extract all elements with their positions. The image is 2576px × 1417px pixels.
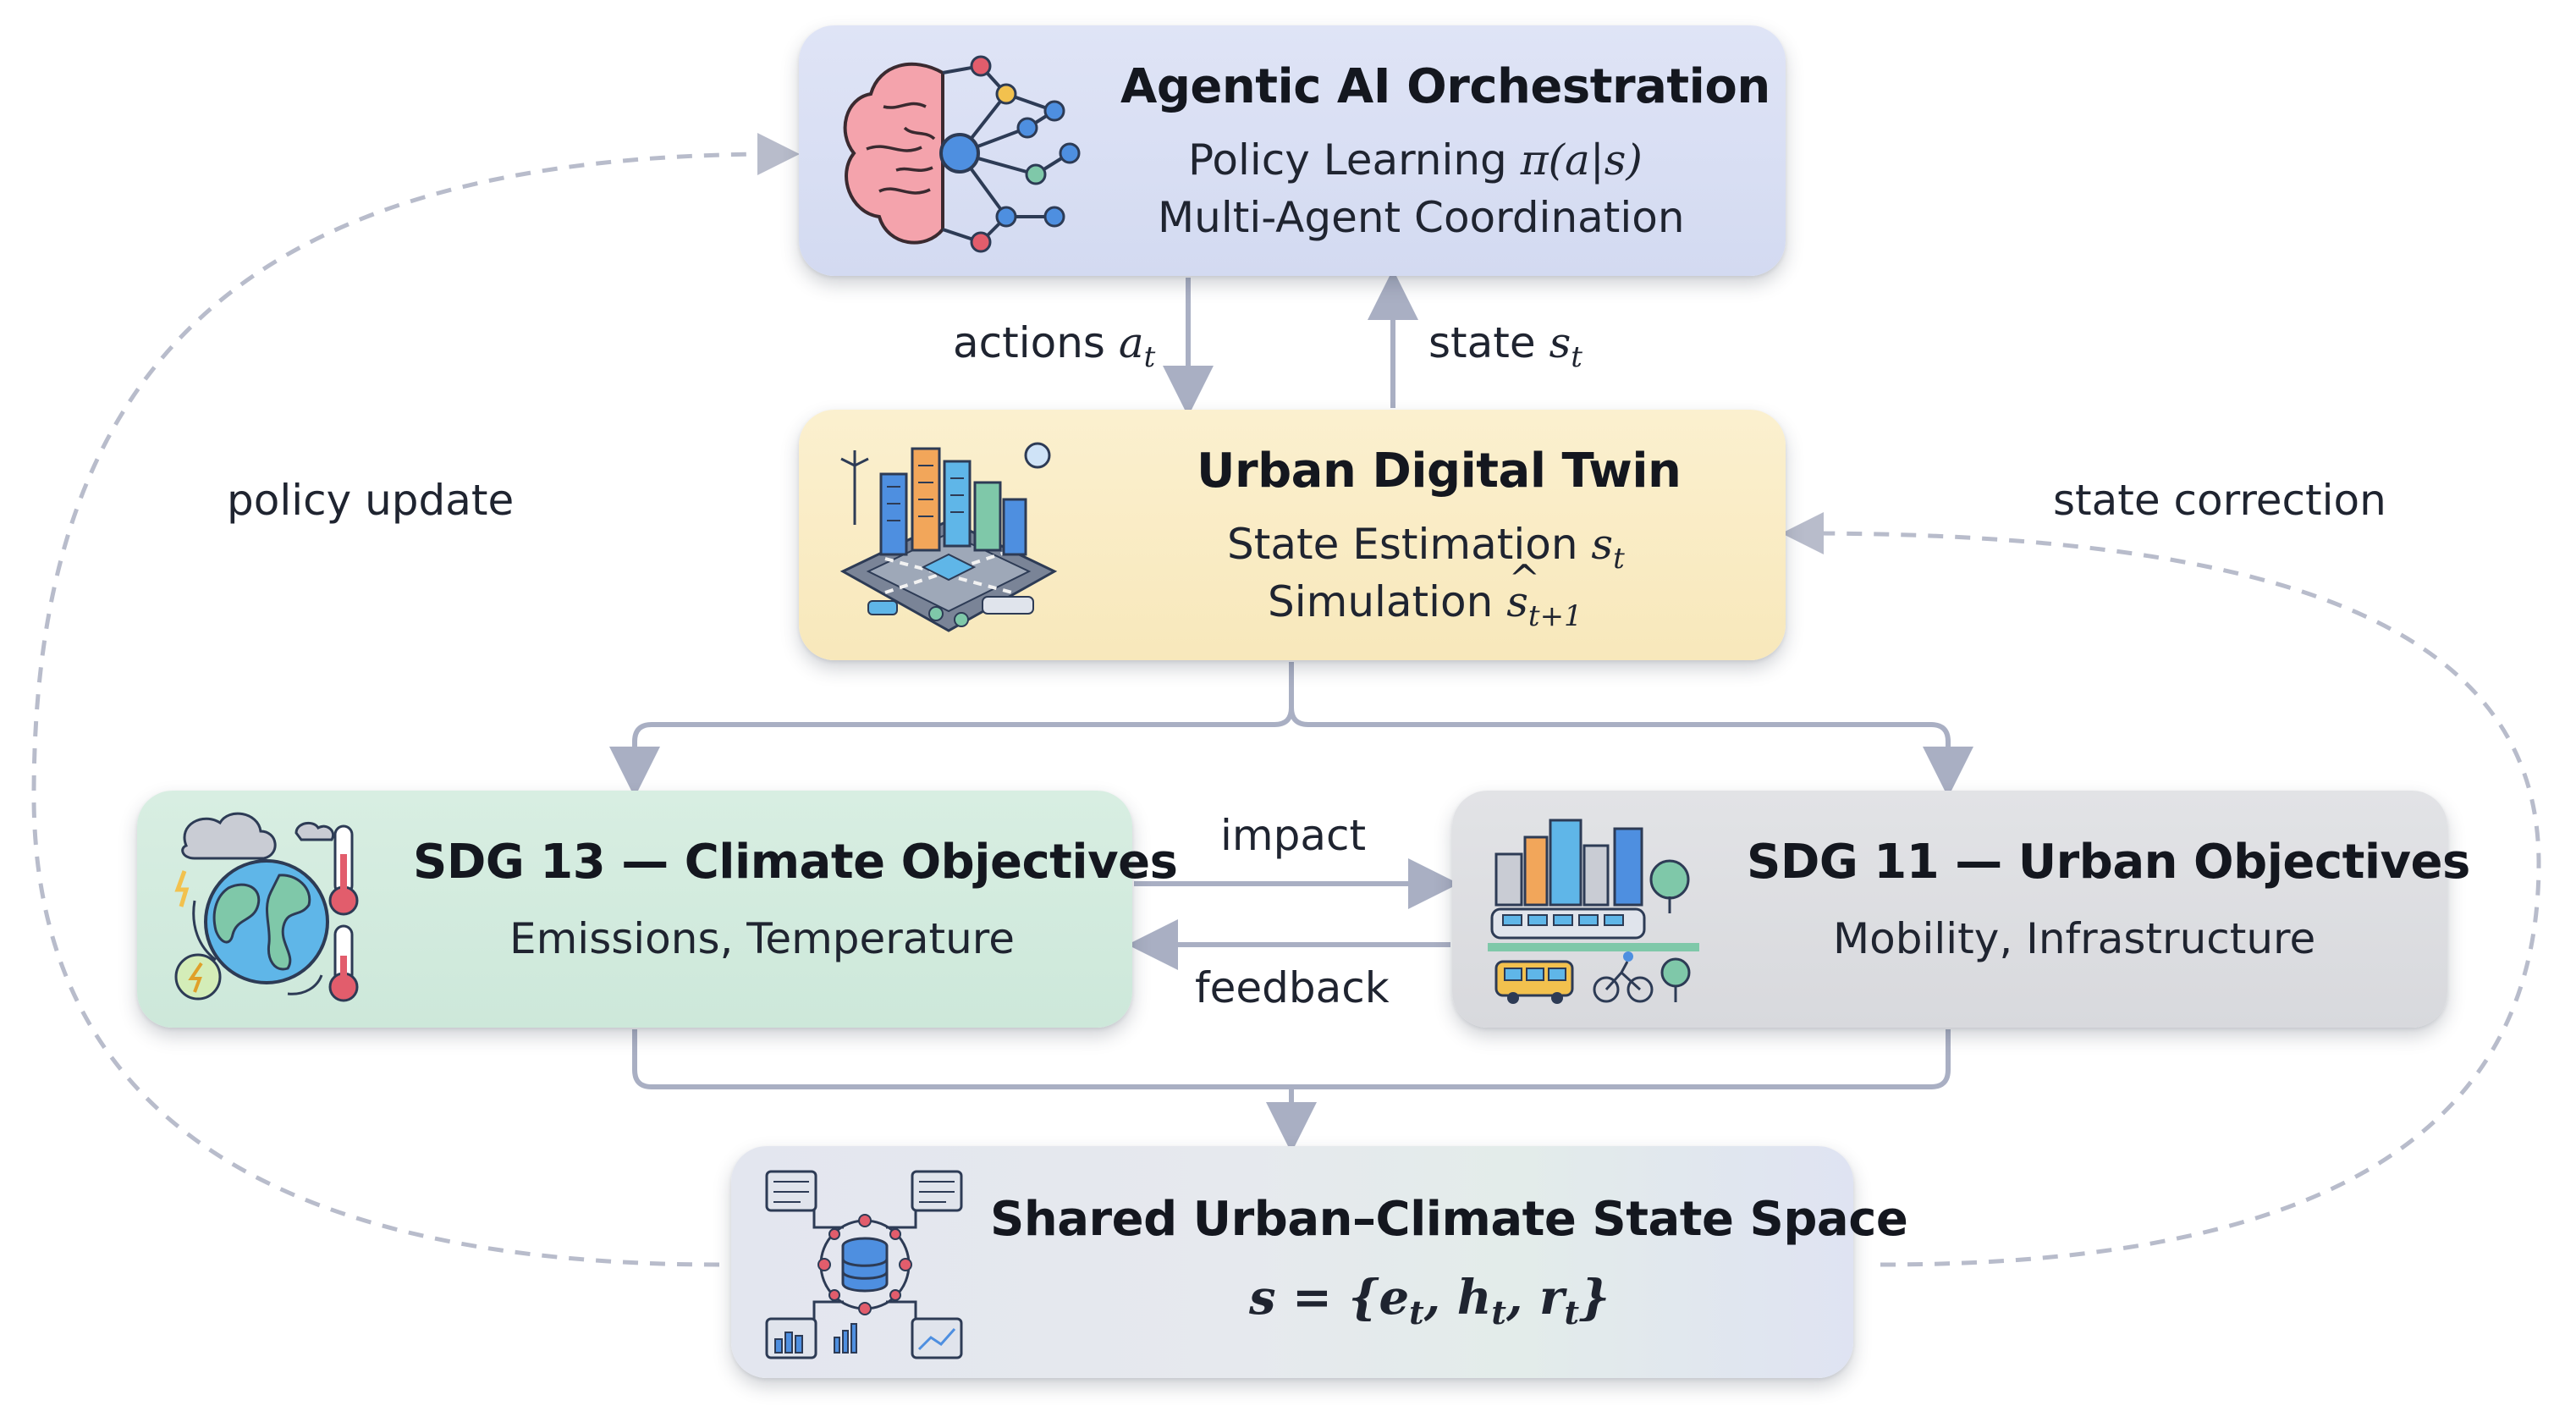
sdg13-title: SDG 13 — Climate Objectives xyxy=(413,835,1178,890)
digital-twin-node: Urban Digital Twin State Estimation st S… xyxy=(799,410,1786,660)
twin-line2-math: st+1 xyxy=(1506,556,1582,633)
sdg13-line1: Emissions, Temperature xyxy=(509,914,1016,963)
twin-line2-text: Simulation xyxy=(1268,577,1507,626)
orchestration-line1-text: Policy Learning xyxy=(1188,135,1521,185)
formula-r: r xyxy=(1539,1270,1565,1326)
actions-math-base: a xyxy=(1118,318,1144,367)
orchestration-line2: Multi-Agent Coordination xyxy=(1158,193,1685,242)
state-math-base: s xyxy=(1549,318,1571,367)
actions-label-text: actions xyxy=(953,318,1119,367)
formula-rhs: } xyxy=(1579,1270,1610,1326)
actions-math-sub: t xyxy=(1143,340,1156,374)
merge-connector xyxy=(632,1029,1951,1089)
urban-mobility-icon xyxy=(1488,819,1699,1004)
shared-formula: s = {et, ht, rt} xyxy=(1249,1270,1610,1332)
climate-globe-icon xyxy=(174,812,359,1002)
formula-lhs: s = { xyxy=(1249,1270,1379,1326)
state-label: state st xyxy=(1428,318,1582,374)
twin-line1-math-base: s xyxy=(1591,520,1614,569)
state-correction-label: state correction xyxy=(2053,476,2386,525)
formula-comma-1: , xyxy=(1423,1270,1457,1326)
sdg13-node: SDG 13 — Climate Objectives Emissions, T… xyxy=(137,791,1178,1028)
smart-city-icon xyxy=(839,442,1058,632)
sdg11-title: SDG 11 — Urban Objectives xyxy=(1747,835,2470,890)
actions-math: at xyxy=(1118,318,1155,374)
twin-title: Urban Digital Twin xyxy=(1197,444,1682,499)
sdg11-line1: Mobility, Infrastructure xyxy=(1833,914,2316,963)
twin-line1-math-sub: t xyxy=(1613,542,1625,576)
formula-comma-2: , xyxy=(1506,1270,1539,1326)
policy-update-label: policy update xyxy=(227,476,515,525)
database-network-icon xyxy=(765,1170,963,1359)
state-math-sub: t xyxy=(1571,340,1582,374)
policy-update-loop xyxy=(31,133,800,1267)
twin-line2-math-sub: t+1 xyxy=(1527,599,1582,633)
twin-line2: Simulation st+1 xyxy=(1268,556,1582,633)
state-correction-loop xyxy=(1781,512,2541,1267)
impact-label: impact xyxy=(1220,811,1367,860)
formula-r-sub: t xyxy=(1564,1293,1580,1332)
formula-h: h xyxy=(1456,1270,1492,1326)
state-math: st xyxy=(1549,318,1582,374)
twin-split-connector xyxy=(609,662,1294,797)
twin-split-connector-right xyxy=(1289,707,1973,797)
actions-label: actions at xyxy=(953,318,1155,374)
orchestration-node: Agentic AI Orchestration Policy Learning… xyxy=(799,25,1786,276)
twin-line1: State Estimation st xyxy=(1227,520,1625,576)
state-label-text: state xyxy=(1428,318,1549,367)
twin-line1-math: st xyxy=(1591,520,1624,576)
orchestration-line1: Policy Learning π(a|s) xyxy=(1188,135,1643,185)
twin-line2-math-base: s xyxy=(1506,556,1539,626)
sdg11-node: SDG 11 — Urban Objectives Mobility, Infr… xyxy=(1452,791,2470,1028)
shared-title: Shared Urban–Climate State Space xyxy=(990,1192,1908,1247)
formula-h-sub: t xyxy=(1491,1293,1506,1332)
formula-e-sub: t xyxy=(1409,1293,1424,1332)
orchestration-line1-math: π(a|s) xyxy=(1520,135,1643,185)
feedback-label: feedback xyxy=(1195,963,1390,1012)
orchestration-title: Agentic AI Orchestration xyxy=(1120,59,1770,114)
formula-e: e xyxy=(1379,1270,1410,1326)
brain-network-icon xyxy=(843,55,1081,253)
shared-state-node: Shared Urban–Climate State Space s = {et… xyxy=(731,1146,1908,1378)
